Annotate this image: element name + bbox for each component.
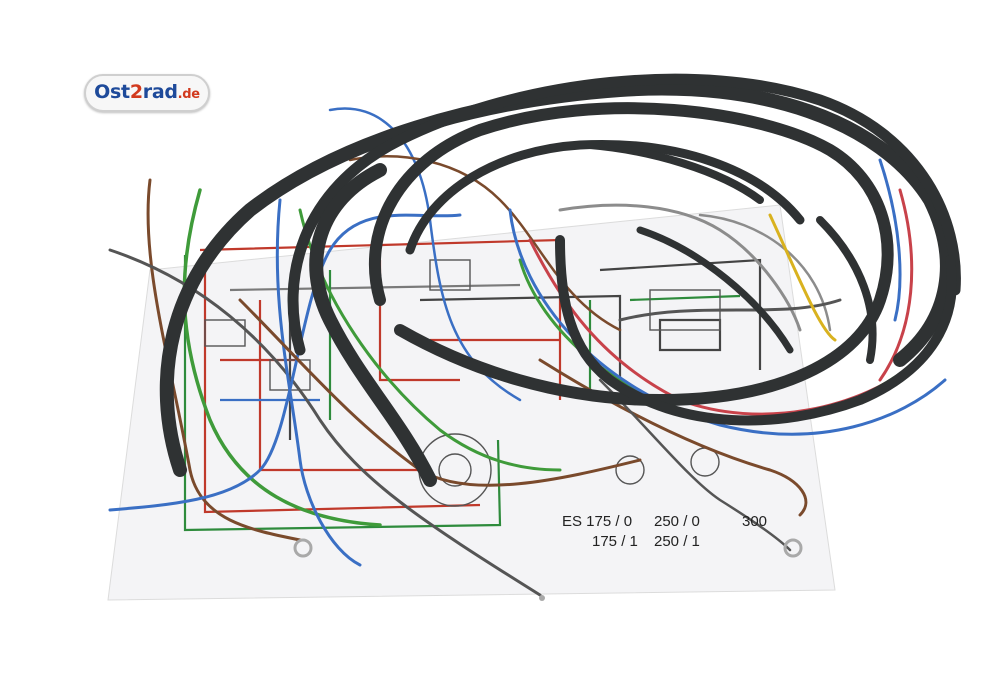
logo-part-2: 2 (129, 81, 143, 103)
logo-part-ost: Ost (94, 81, 130, 103)
logo-part-rad: rad (142, 81, 178, 103)
model-label: 175 / 1 (592, 533, 638, 550)
model-label: 250 / 1 (654, 533, 700, 550)
ring-terminals (293, 538, 803, 601)
ost2rad-logo: Ost2rad.de (84, 74, 210, 112)
sheathed-cables (159, 73, 961, 487)
logo-badge (84, 74, 210, 112)
model-row-1: ES 175 / 0 250 / 0 300 (562, 512, 782, 532)
diagram-components (204, 259, 721, 507)
model-label: 300 (742, 513, 768, 530)
model-label: 250 / 0 (654, 513, 700, 530)
logo-part-domain: .de (177, 87, 200, 102)
model-list: ES 175 / 0 250 / 0 300 175 / 1 250 / 1 (562, 512, 782, 552)
logo-wordmark: Ost2rad.de (84, 81, 210, 103)
model-row-2: 175 / 1 250 / 1 (562, 532, 782, 552)
model-label: ES 175 / 0 (562, 513, 633, 530)
